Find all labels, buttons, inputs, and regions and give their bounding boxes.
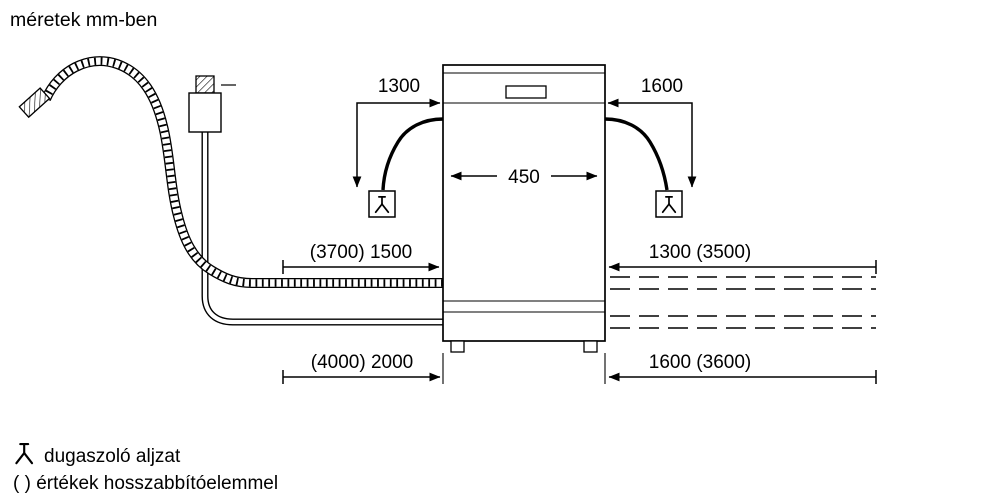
dim-label-cord-right: 1600 [641, 76, 683, 97]
dim-label-cord-left: 1300 [378, 76, 420, 97]
right-foot [583, 340, 598, 353]
legend-plug-label: dugaszoló aljzat [44, 446, 181, 467]
power-cord-left [381, 117, 444, 191]
dim-label-supply-right: 1600 (3600) [649, 352, 751, 373]
drain-hose [18, 56, 443, 288]
page-title: méretek mm-ben [10, 9, 157, 31]
drain-hose-end-fitting [18, 87, 51, 119]
dimension-lines [282, 98, 877, 384]
dim-line-cord-left [352, 98, 441, 188]
legend: dugaszoló aljzat ( ) értékek hosszabbító… [13, 443, 278, 494]
control-panel [505, 85, 547, 99]
dim-label-supply-left: (4000) 2000 [311, 352, 413, 373]
dashed-extension-hoses [610, 276, 876, 329]
dim-label-drain-left: (3700) 1500 [310, 242, 412, 263]
dishwasher [442, 64, 606, 384]
plug-socket-right [655, 190, 683, 218]
dim-label-drain-right: 1300 (3500) [649, 242, 751, 263]
legend-plug-icon [15, 443, 34, 465]
legend-extension-label: ( ) értékek hosszabbítóelemmel [13, 473, 278, 494]
water-supply-hose [201, 132, 443, 326]
power-cord-right [604, 117, 669, 191]
aquastop-box [188, 75, 236, 133]
plug-socket-left [368, 190, 396, 218]
dim-label-width: 450 [508, 167, 540, 188]
left-foot [450, 340, 465, 353]
aquastop-cap [195, 75, 215, 94]
dim-line-cord-right [607, 98, 697, 188]
